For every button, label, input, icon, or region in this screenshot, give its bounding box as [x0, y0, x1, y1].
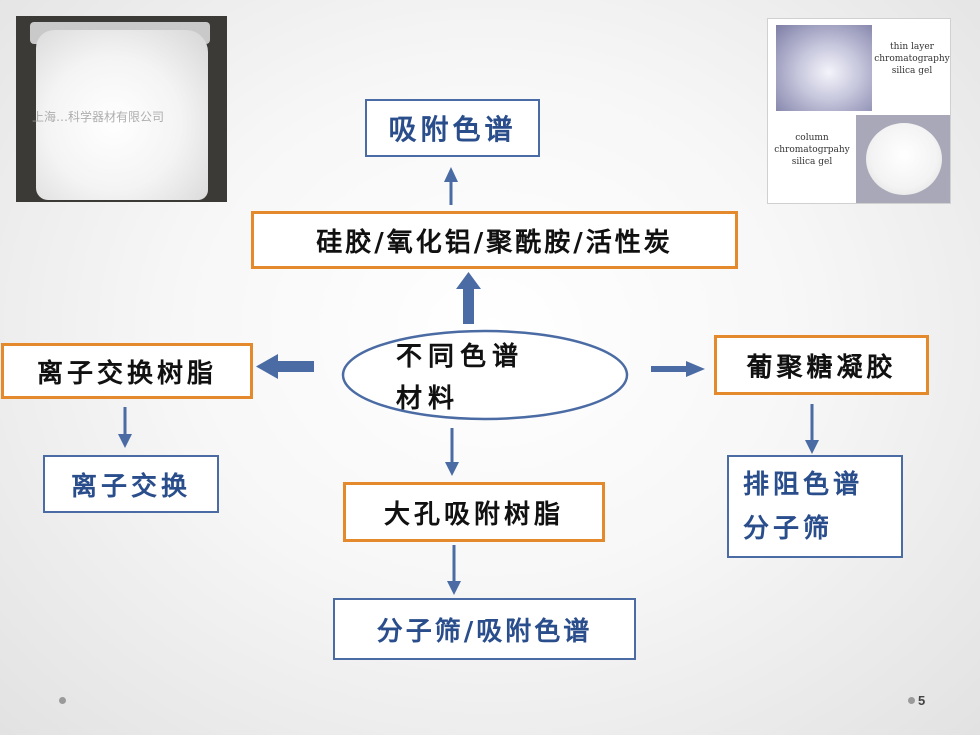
result-adsorption-chromatography: 吸附色谱: [365, 99, 540, 157]
column-label-line: column: [795, 133, 829, 143]
column-label-line: silica gel: [791, 157, 833, 167]
material-text: 大孔吸附树脂: [383, 499, 564, 530]
arrow-down-to-sieve-adsorption: [447, 545, 461, 595]
material-macroporous-resin: 大孔吸附树脂: [343, 482, 605, 542]
result-text: 吸附色谱: [388, 113, 517, 146]
arrow-down-to-macroporous-resin: [445, 428, 459, 476]
result-molecular-sieve-adsorption: 分子筛/吸附色谱: [333, 598, 636, 660]
arrow-right-to-dextran-gel: [651, 361, 705, 377]
center-label-line: 材料: [396, 384, 461, 414]
tlc-label: thin layer chromatography silica gel: [872, 41, 952, 77]
photo-watermark: 上海…科学器材有限公司: [32, 110, 165, 124]
material-text: 葡聚糖凝胶: [746, 352, 897, 383]
result-text-line: 分子筛: [743, 513, 834, 544]
column-label: column chromatogrpahy silica gel: [768, 132, 856, 168]
center-ellipse: [341, 329, 629, 421]
arrow-down-to-ion-exchange: [118, 407, 132, 448]
footer-dot-right: [908, 697, 915, 704]
material-ion-exchange-resin: 离子交换树脂: [1, 343, 253, 399]
arrow-down-to-exclusion: [805, 404, 819, 454]
tlc-label-line: silica gel: [891, 66, 933, 76]
column-silica-image: [856, 115, 950, 203]
arrow-left-to-ion-resin: [256, 354, 314, 379]
footer-dot-left: [59, 697, 66, 704]
result-ion-exchange: 离子交换: [43, 455, 219, 513]
arrow-up-to-adsorption: [444, 167, 458, 205]
material-silica-alumina-polyamide-charcoal: 硅胶/氧化铝/聚酰胺/活性炭: [251, 211, 738, 269]
material-text: 离子交换树脂: [36, 358, 217, 389]
silica-gel-photo: thin layer chromatography silica gel col…: [767, 18, 951, 204]
page-number: 5: [918, 693, 926, 708]
center-label-line: 不同色谱: [396, 342, 525, 372]
center-label: 不同色谱 材料: [396, 336, 524, 420]
tlc-label-line: chromatography: [874, 54, 950, 64]
bag-image: [36, 30, 208, 200]
result-exclusion-molecular-sieve: 排阻色谱 分子筛: [727, 455, 903, 558]
material-text: 硅胶/氧化铝/聚酰胺/活性炭: [316, 227, 673, 258]
silica-bag-photo: 上海…科学器材有限公司: [16, 16, 227, 202]
result-text: 分子筛/吸附色谱: [376, 616, 593, 647]
material-dextran-gel: 葡聚糖凝胶: [714, 335, 929, 395]
tlc-label-line: thin layer: [890, 42, 934, 52]
result-text-line: 排阻色谱: [743, 469, 864, 500]
arrow-up-to-top-material: [456, 272, 481, 324]
result-text: 离子交换: [70, 471, 191, 502]
tlc-silica-image: [776, 25, 872, 111]
column-label-line: chromatogrpahy: [774, 145, 850, 155]
